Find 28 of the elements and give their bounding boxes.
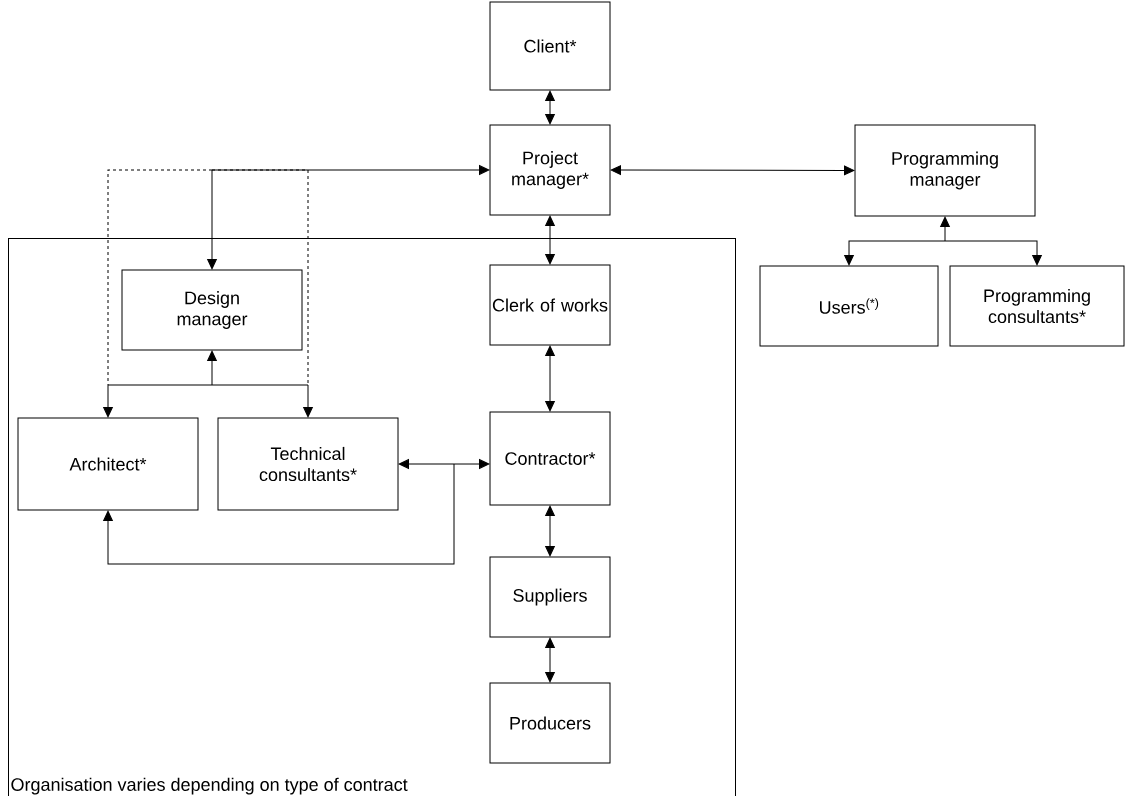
arrow — [545, 637, 555, 683]
role-box: Project manager* — [489, 124, 611, 216]
arrow — [453, 459, 490, 469]
arrow — [545, 215, 555, 265]
arrow — [940, 216, 950, 242]
role-box: Clerk of works — [489, 264, 611, 346]
arrow — [844, 240, 946, 266]
role-box: Technical consultants* — [217, 417, 399, 511]
arrow — [303, 384, 313, 418]
arrow — [207, 350, 217, 386]
role-box: Programming consultants* — [949, 265, 1125, 347]
arrow — [545, 90, 555, 125]
role-box: Design manager — [121, 269, 303, 351]
arrow — [610, 165, 855, 176]
arrow — [545, 345, 555, 412]
role-box: Suppliers — [489, 556, 611, 638]
arrow — [103, 384, 113, 418]
arrow — [103, 463, 455, 565]
role-box: Architect* — [17, 417, 199, 511]
role-box: Contractor* — [489, 411, 611, 506]
arrow — [944, 240, 1042, 266]
arrow — [545, 505, 555, 557]
role-box: Client* — [489, 1, 611, 91]
arrow — [207, 169, 217, 270]
role-box: Producers — [489, 682, 611, 764]
role-box: Programming manager — [854, 124, 1036, 217]
role-box: Users$^{(*)}$ — [759, 265, 939, 347]
arrow — [398, 459, 455, 469]
